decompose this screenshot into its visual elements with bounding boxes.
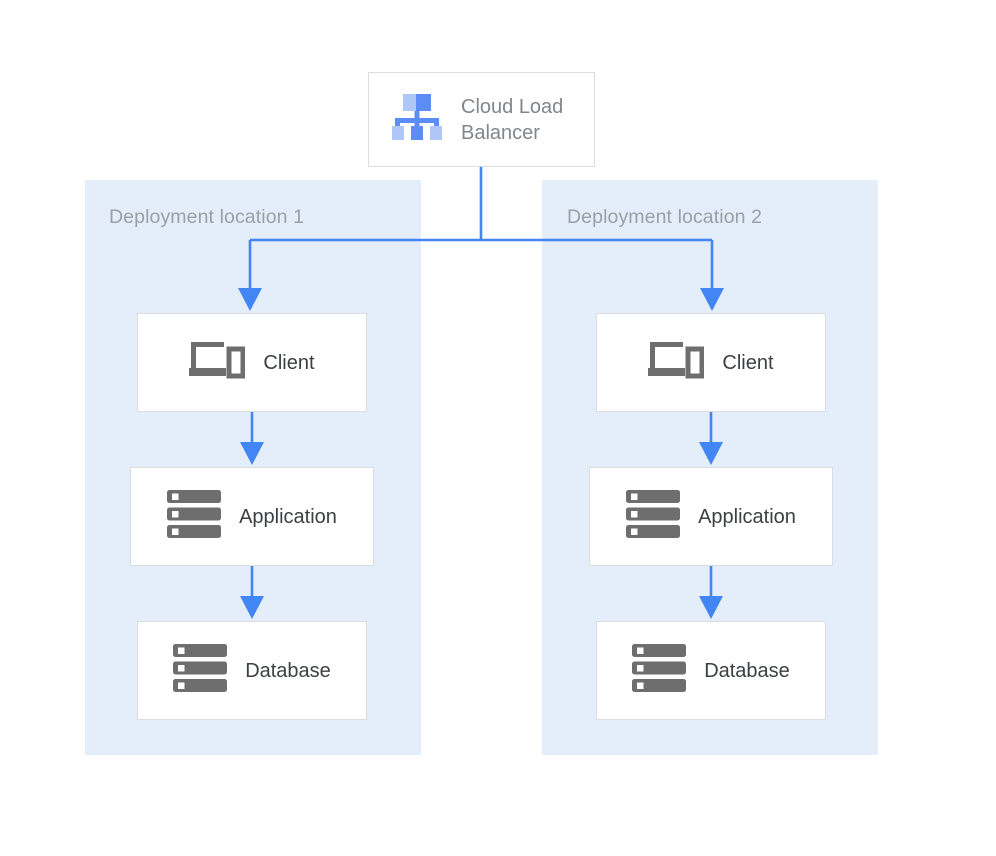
server-stack-icon [167,489,222,544]
node-zone2-application-label: Application [698,505,796,528]
node-zone1-database-label: Database [245,659,331,682]
node-zone2-client[interactable]: Client [596,313,826,412]
node-cloud-load-balancer[interactable]: Cloud Load Balancer [368,72,595,167]
node-zone1-client-label: Client [263,351,315,374]
server-stack-icon [173,643,228,698]
node-zone1-client[interactable]: Client [137,313,367,412]
node-zone2-application[interactable]: Application [589,467,833,566]
node-zone2-client-label: Client [722,351,774,374]
node-cloud-load-balancer-label: Cloud Load Balancer [461,95,564,144]
deployment-zone-1-label: Deployment location 1 [109,206,305,228]
devices-icon [189,338,246,387]
node-zone1-application-label: Application [239,505,337,528]
cloud-load-balancer-icon [391,92,443,147]
server-stack-icon [632,643,687,698]
devices-icon [648,338,705,387]
node-zone1-application[interactable]: Application [130,467,374,566]
deployment-zone-2-label: Deployment location 2 [567,206,763,228]
server-stack-icon [626,489,681,544]
node-zone1-database[interactable]: Database [137,621,367,720]
node-zone2-database-label: Database [704,659,790,682]
node-zone2-database[interactable]: Database [596,621,826,720]
